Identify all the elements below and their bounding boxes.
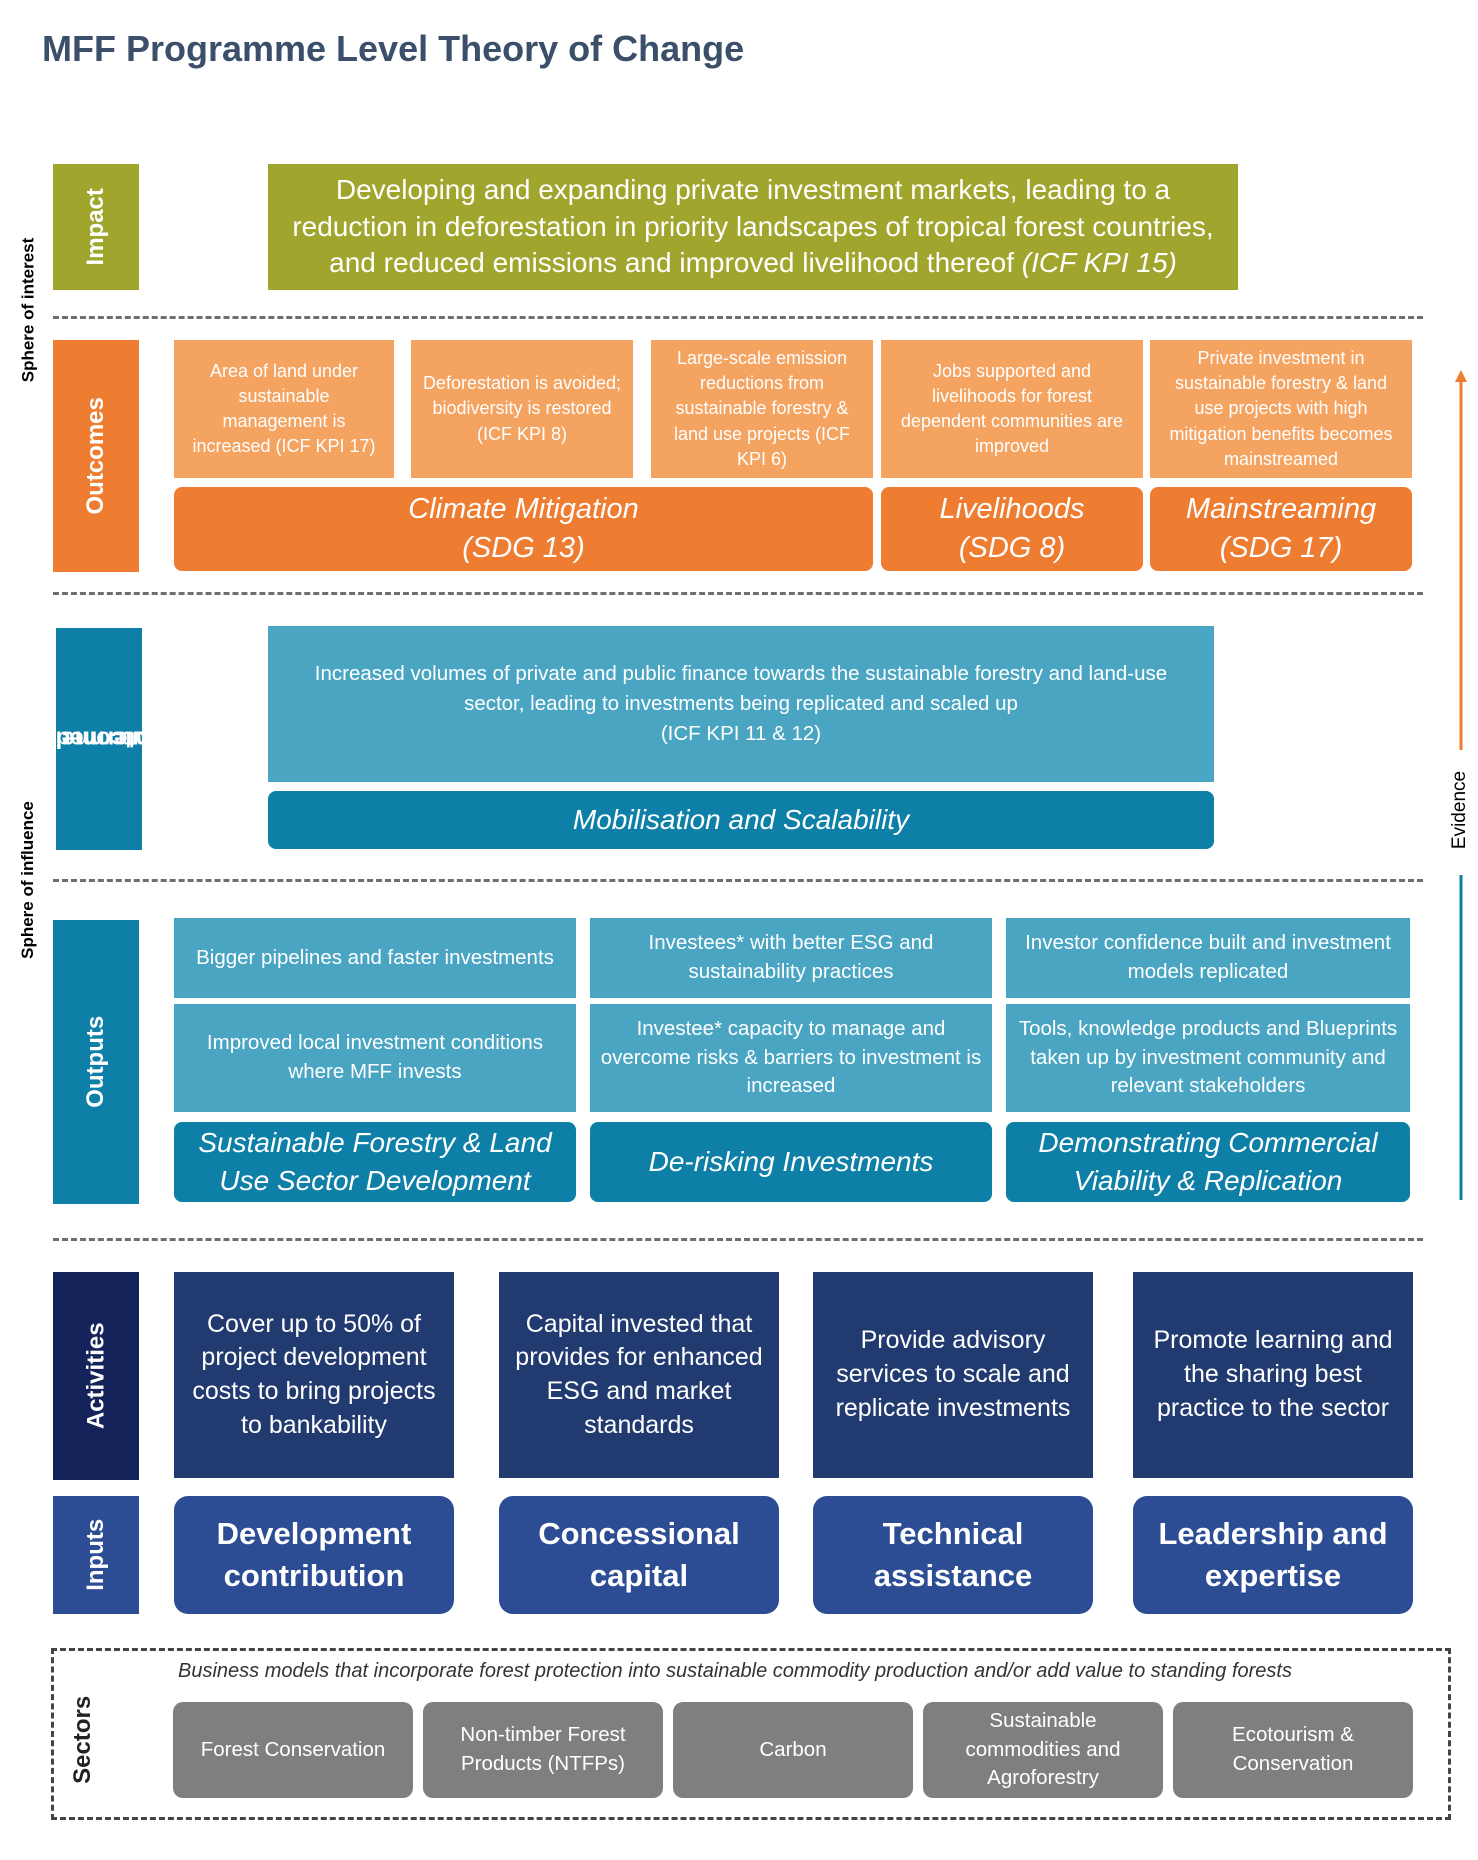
outcome-theme-livelihoods: Livelihoods(SDG 8) xyxy=(881,487,1143,571)
output-theme-de-risking: De-risking Investments xyxy=(590,1122,992,1202)
outcome-box: Area of land under sustainable managemen… xyxy=(174,340,394,478)
separator-line xyxy=(53,592,1423,595)
sector-box: Ecotourism & Conservation xyxy=(1173,1702,1413,1798)
level-label-outcomes: Outcomes xyxy=(53,340,139,572)
outcome-box: Large-scale emission reductions from sus… xyxy=(651,340,873,478)
sphere-of-interest-label: Sphere of interest xyxy=(18,237,38,383)
activity-box: Promote learning and the sharing best pr… xyxy=(1133,1272,1413,1478)
sphere-of-influence-label: Sphere of influence xyxy=(18,801,37,959)
separator-line xyxy=(53,316,1423,319)
outcome-box: Jobs supported and livelihoods for fores… xyxy=(881,340,1143,478)
level-label-impact: Impact xyxy=(53,164,139,290)
sector-box: Forest Conservation xyxy=(173,1702,413,1798)
outcome-theme-climate-mitigation: Climate Mitigation(SDG 13) xyxy=(174,487,873,571)
sector-box: Carbon xyxy=(673,1702,913,1798)
impact-box: Developing and expanding private investm… xyxy=(268,164,1238,290)
outcome-box: Deforestation is avoided; biodiversity i… xyxy=(411,340,633,478)
activity-box: Capital invested that provides for enhan… xyxy=(499,1272,779,1478)
separator-line xyxy=(53,1238,1423,1241)
sectors-caption: Business models that incorporate forest … xyxy=(178,1660,1292,1682)
input-technical-assistance: Technical assistance xyxy=(813,1496,1093,1614)
evidence-arrow xyxy=(1455,370,1467,1200)
sector-box: Sustainable commodities and Agroforestry xyxy=(923,1702,1163,1798)
activity-box: Provide advisory services to scale and r… xyxy=(813,1272,1093,1478)
separator-line xyxy=(53,879,1423,882)
input-development-contribution: Development contribution xyxy=(174,1496,454,1614)
page-title: MFF Programme Level Theory of Change xyxy=(42,28,745,69)
output-box: Investee* capacity to manage and overcom… xyxy=(590,1004,992,1112)
input-concessional-capital: Concessional capital xyxy=(499,1496,779,1614)
output-box: Investees* with better ESG and sustainab… xyxy=(590,918,992,998)
intermediate-outcome-box: Increased volumes of private and public … xyxy=(268,626,1214,782)
output-box: Improved local investment conditions whe… xyxy=(174,1004,576,1112)
evidence-label: Evidence xyxy=(1449,770,1471,850)
level-label-outputs: Outputs xyxy=(53,920,139,1204)
sectors-frame xyxy=(51,1648,1451,1820)
level-label-inputs: Inputs xyxy=(53,1496,139,1614)
outcome-box: Private investment in sustainable forest… xyxy=(1150,340,1412,478)
activity-box: Cover up to 50% of project development c… xyxy=(174,1272,454,1478)
outcome-theme-mainstreaming: Mainstreaming(SDG 17) xyxy=(1150,487,1412,571)
output-theme-sustainable-forestry: Sustainable Forestry & Land Use Sector D… xyxy=(174,1122,576,1202)
output-box: Tools, knowledge products and Blueprints… xyxy=(1006,1004,1410,1112)
output-theme-commercial-viability: Demonstrating Commercial Viability & Rep… xyxy=(1006,1122,1410,1202)
output-box: Bigger pipelines and faster investments xyxy=(174,918,576,998)
input-leadership-expertise: Leadership and expertise xyxy=(1133,1496,1413,1614)
intermediate-theme-mobilisation: Mobilisation and Scalability xyxy=(268,791,1214,849)
output-box: Investor confidence built and investment… xyxy=(1006,918,1410,998)
sector-box: Non-timber Forest Products (NTFPs) xyxy=(423,1702,663,1798)
level-label-activities: Activities xyxy=(53,1272,139,1480)
